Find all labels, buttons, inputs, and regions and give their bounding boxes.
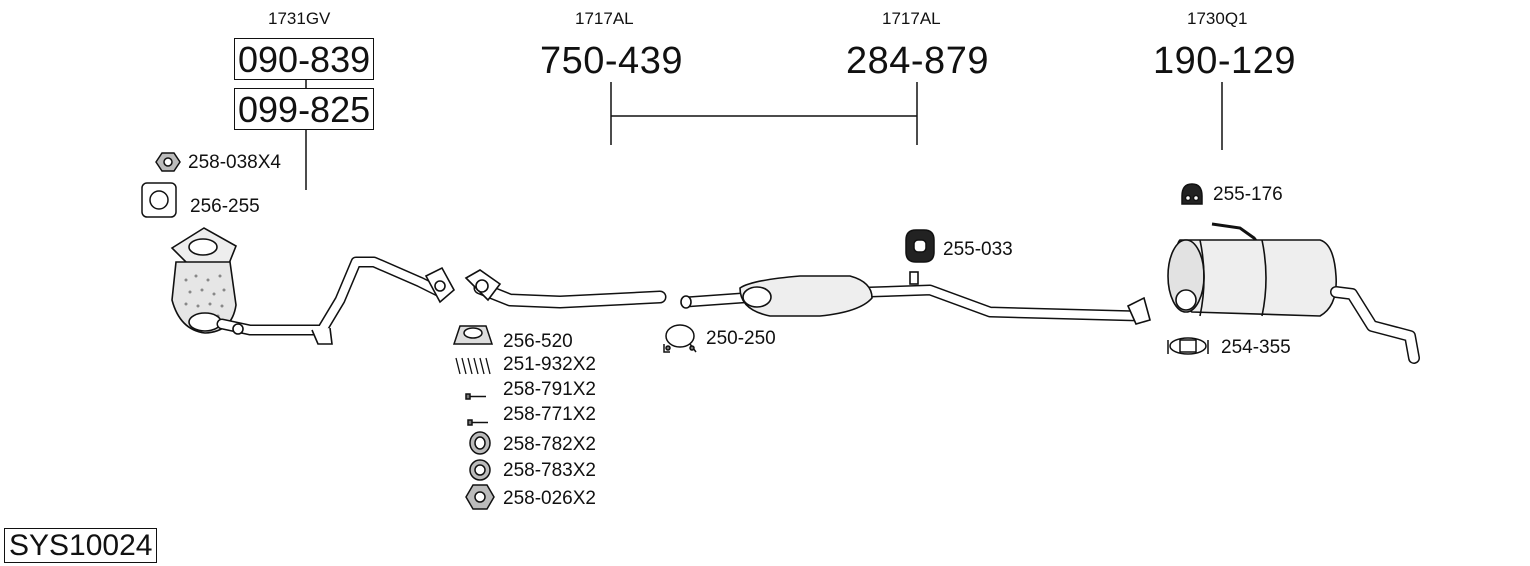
clamp-icon <box>663 324 697 353</box>
code-middle-silencer: 1717AL <box>882 9 941 28</box>
fitting-label[interactable]: 258-783X2 <box>503 460 596 481</box>
fitting-label[interactable]: 258-038X4 <box>188 152 281 173</box>
nut-icon <box>155 152 181 172</box>
part-catalyst-upper[interactable]: 090-839 <box>234 38 375 80</box>
part-rear-silencer[interactable]: 190-129 <box>1153 40 1296 82</box>
fitting-label[interactable]: 258-026X2 <box>503 488 596 509</box>
bolt-icon-2 <box>467 419 488 426</box>
fitting-label[interactable]: 251-932X2 <box>503 354 596 375</box>
fitting-label[interactable]: 258-771X2 <box>503 404 596 425</box>
spring-icon <box>455 357 491 375</box>
ring-gasket-icon <box>452 325 494 345</box>
bolt-icon <box>465 393 486 400</box>
washer-icon <box>469 459 491 481</box>
fitting-label[interactable]: 258-782X2 <box>503 434 596 455</box>
spring-cup-icon <box>469 431 491 455</box>
code-front-pipe: 1717AL <box>575 9 634 28</box>
fitting-label[interactable]: 250-250 <box>706 328 776 349</box>
gasket-icon <box>141 182 177 218</box>
fitting-label[interactable]: 255-033 <box>943 239 1013 260</box>
fitting-label[interactable]: 255-176 <box>1213 184 1283 205</box>
rubber-hanger-icon <box>905 229 935 263</box>
middle-silencer-drawing <box>680 271 1151 325</box>
catalyst-converter-drawing <box>170 227 456 345</box>
fitting-label[interactable]: 258-791X2 <box>503 379 596 400</box>
system-code: SYS10024 <box>4 528 158 563</box>
code-catalyst: 1731GV <box>268 9 331 28</box>
part-catalyst-lower[interactable]: 099-825 <box>234 88 375 130</box>
band-clamp-icon <box>1167 337 1209 355</box>
rear-silencer-drawing <box>1167 222 1420 364</box>
fitting-label[interactable]: 254-355 <box>1221 337 1291 358</box>
part-middle-silencer[interactable]: 284-879 <box>846 40 989 82</box>
part-front-pipe[interactable]: 750-439 <box>540 40 683 82</box>
fitting-label[interactable]: 256-520 <box>503 331 573 352</box>
hex-nut-icon <box>465 484 495 510</box>
front-pipe-drawing <box>464 269 667 309</box>
code-rear-silencer: 1730Q1 <box>1187 9 1248 28</box>
rubber-mount-icon <box>1181 183 1203 205</box>
fitting-label[interactable]: 256-255 <box>190 196 260 217</box>
